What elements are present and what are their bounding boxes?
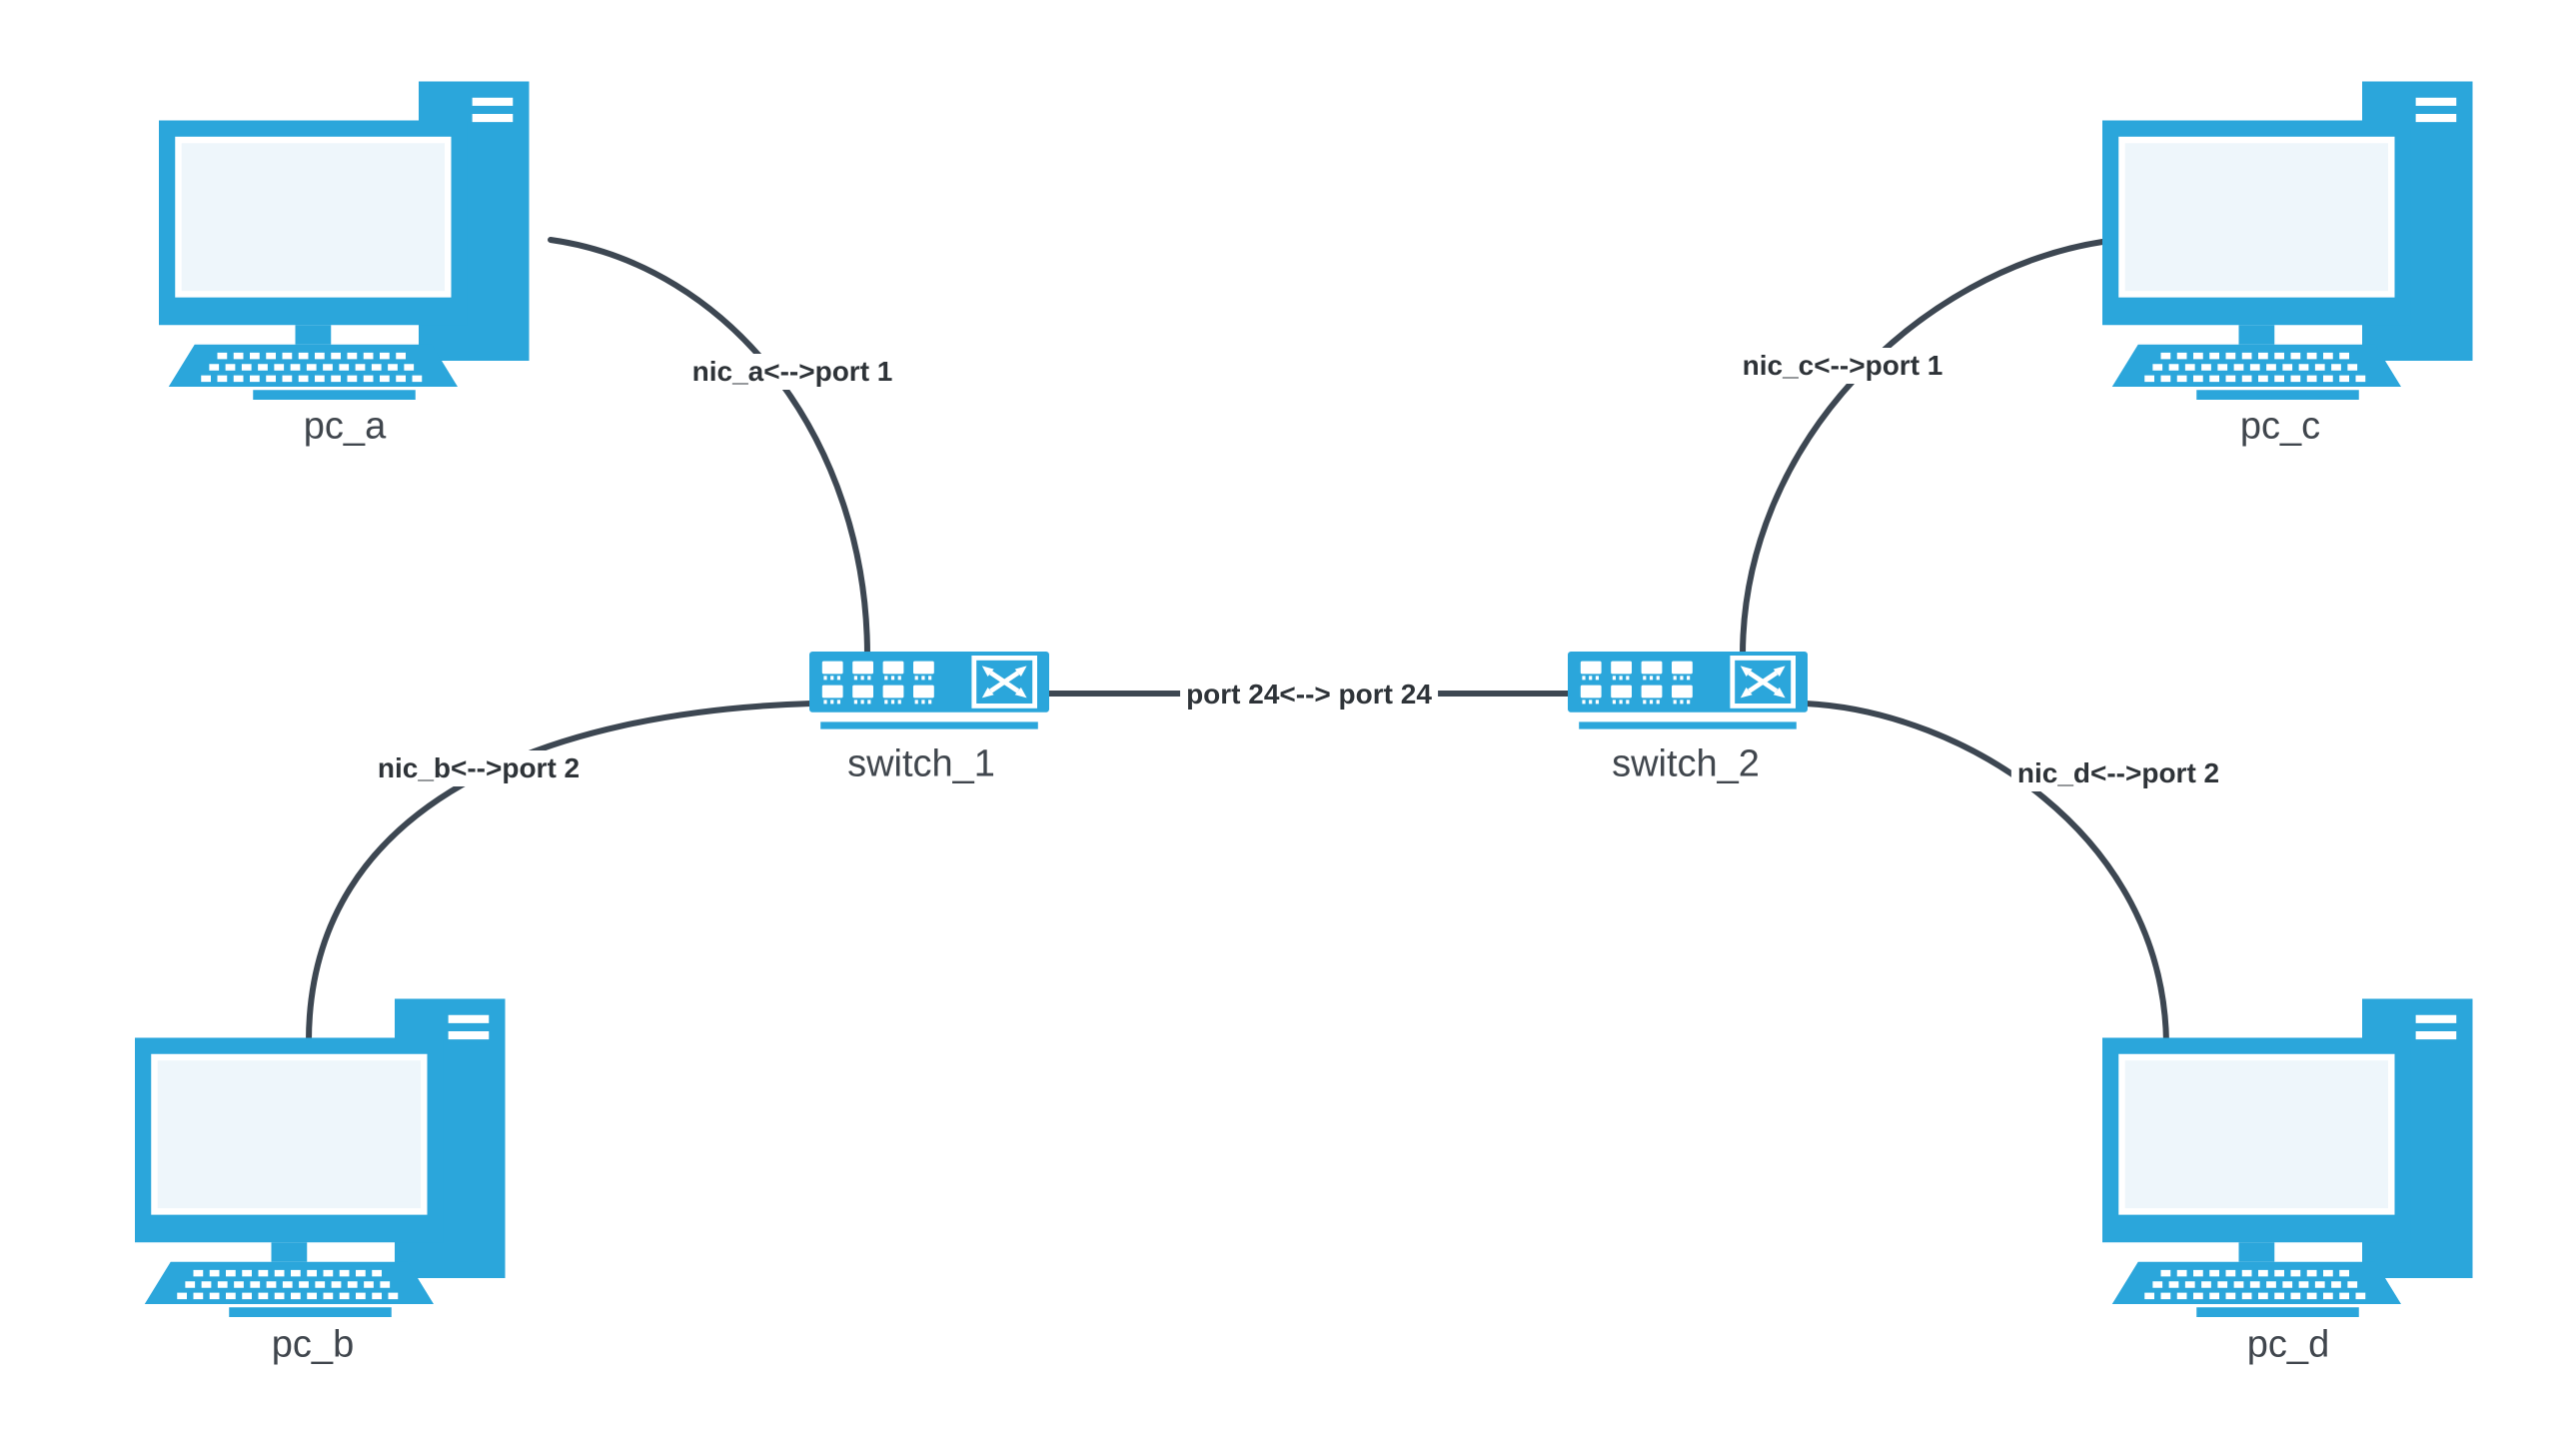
pc-icon bbox=[158, 75, 550, 400]
edge-pc-c-switch-2 bbox=[1740, 239, 2105, 659]
node-label-switch-1: switch_1 bbox=[847, 742, 995, 785]
edge-label-nic-a-port-1: nic_a<-->port 1 bbox=[685, 354, 899, 390]
node-switch-1 bbox=[809, 652, 1049, 731]
node-pc-a bbox=[158, 75, 550, 400]
edge-label-nic-c-port-1: nic_c<-->port 1 bbox=[1736, 348, 1949, 384]
edge-pc-a-switch-1 bbox=[548, 237, 870, 659]
edge-label-nic-d-port-2: nic_d<-->port 2 bbox=[2010, 755, 2226, 791]
switch-icon bbox=[809, 652, 1049, 731]
node-switch-2 bbox=[1568, 652, 1808, 731]
edge-label-port24-port24: port 24<--> port 24 bbox=[1180, 677, 1438, 713]
node-pc-c bbox=[2101, 75, 2493, 400]
edge-pc-d-switch-2 bbox=[1803, 701, 2169, 1045]
switch-icon bbox=[1568, 652, 1808, 731]
node-pc-b bbox=[134, 992, 526, 1317]
pc-icon bbox=[2101, 75, 2493, 400]
node-label-pc-a: pc_a bbox=[303, 405, 387, 448]
node-label-switch-2: switch_2 bbox=[1612, 742, 1760, 785]
node-pc-d bbox=[2101, 992, 2493, 1317]
pc-icon bbox=[134, 992, 526, 1317]
edge-label-nic-b-port-2: nic_b<-->port 2 bbox=[371, 750, 587, 786]
pc-icon bbox=[2101, 992, 2493, 1317]
node-label-pc-d: pc_d bbox=[2246, 1323, 2330, 1366]
node-label-pc-c: pc_c bbox=[2239, 405, 2321, 448]
node-label-pc-b: pc_b bbox=[271, 1323, 355, 1366]
